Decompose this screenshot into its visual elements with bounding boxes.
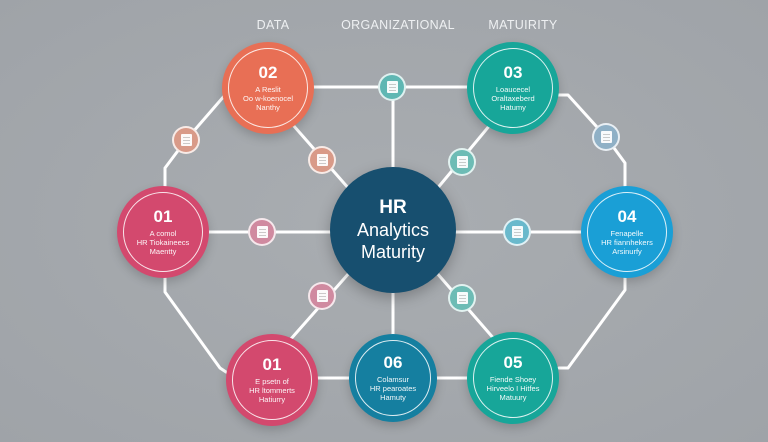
center-subtitle-line2: Maturity bbox=[360, 242, 425, 262]
stage-number: 05 bbox=[503, 353, 523, 372]
document-icon bbox=[378, 73, 406, 101]
center-subtitle-line1: Analytics bbox=[356, 220, 430, 240]
stage-text: Arsinurfy bbox=[612, 247, 642, 256]
stage-number: 01 bbox=[262, 355, 282, 374]
stage-text: Hamuty bbox=[380, 393, 406, 402]
document-icon bbox=[308, 146, 336, 174]
document-icon bbox=[592, 123, 620, 151]
document-icon bbox=[503, 218, 531, 246]
stage-text: A Reslit bbox=[255, 85, 281, 94]
stage-number: 04 bbox=[617, 207, 637, 226]
stage-number: 02 bbox=[258, 63, 278, 82]
stage-text: Nanthy bbox=[256, 103, 280, 112]
stage-node-04: 04 Fenapelle HR fiannhekers Arsinurfy bbox=[581, 186, 673, 278]
stage-text: Oo w-koenocel bbox=[242, 94, 294, 103]
header-label-organizational: ORGANIZATIONAL bbox=[341, 18, 455, 32]
stage-text: Fenapelle bbox=[610, 229, 644, 238]
stage-number: 03 bbox=[503, 63, 523, 82]
header-label-maturity: MATUIRITY bbox=[488, 18, 558, 32]
center-title: HR bbox=[379, 197, 407, 218]
stage-node-01-left: 01 A comol HR Tiokaineecs Maentty bbox=[117, 186, 209, 278]
stage-text: A comol bbox=[149, 229, 177, 238]
stage-text: Hirveelo I Hitfes bbox=[486, 384, 540, 393]
document-icon bbox=[448, 148, 476, 176]
stage-number: 01 bbox=[153, 207, 173, 226]
stage-node-01-bottom: 01 E psetn of HR ltommerts Hatiurry bbox=[226, 334, 318, 426]
stage-text: HR fiannhekers bbox=[601, 238, 653, 247]
stage-text: Oraltaxeberd bbox=[491, 94, 535, 103]
stage-text: HR pearoates bbox=[369, 384, 417, 393]
stage-node-02: 02 A Reslit Oo w-koenocel Nanthy bbox=[222, 42, 314, 134]
stage-text: Hatiurry bbox=[258, 395, 286, 404]
document-icon bbox=[448, 284, 476, 312]
document-icon bbox=[248, 218, 276, 246]
stage-number: 06 bbox=[383, 353, 403, 372]
stage-text: Hatumy bbox=[500, 103, 526, 112]
stage-node-06: 06 Colamsur HR pearoates Hamuty bbox=[349, 334, 437, 422]
stage-node-05: 05 Fiende Shoey Hirveelo I Hitfes Matuur… bbox=[467, 332, 559, 424]
stage-text: Fiende Shoey bbox=[489, 375, 537, 384]
document-icon bbox=[308, 282, 336, 310]
stage-text: Maentty bbox=[149, 247, 177, 256]
header-label-data: DATA bbox=[256, 18, 290, 32]
document-icon bbox=[172, 126, 200, 154]
stage-text: E psetn of bbox=[255, 377, 289, 386]
stage-text: Colamsur bbox=[376, 375, 410, 384]
stage-text: Loaucecel bbox=[495, 85, 531, 94]
stage-text: HR Tiokaineecs bbox=[136, 238, 190, 247]
center-node-hr-analytics-maturity: HR Analytics Maturity bbox=[330, 167, 456, 293]
stage-text: HR ltommerts bbox=[249, 386, 295, 395]
stage-node-03: 03 Loaucecel Oraltaxeberd Hatumy bbox=[467, 42, 559, 134]
stage-text: Matuury bbox=[499, 393, 527, 402]
